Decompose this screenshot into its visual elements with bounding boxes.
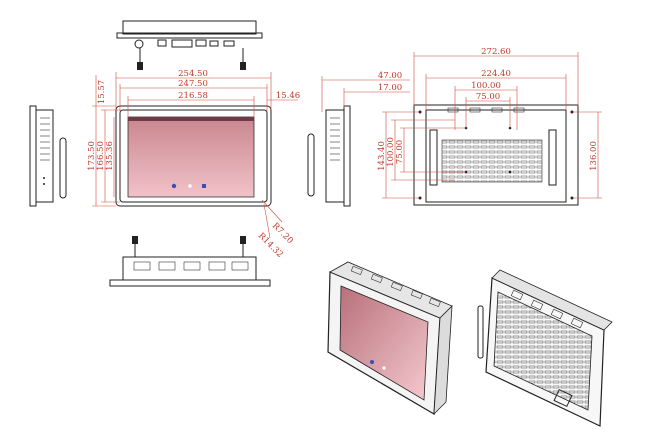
dim-216-58: 216.58 [178,91,208,101]
back-plate-outer [413,104,579,206]
iso-front-view [327,261,453,416]
front-view: 254.50 247.50 216.58 15.46 15.57 173.50 … [87,69,300,260]
dim-247-50: 247.50 [178,79,208,89]
bottom-view [109,236,271,287]
dim-75-00-h: 75.00 [476,92,500,102]
back-view: 272.60 224.40 100.00 75.00 143.40 100.00… [377,47,602,206]
back-vent-area [441,139,543,183]
right-side-view: 47.00 17.00 [307,71,410,207]
dim-47-00: 47.00 [378,71,402,81]
dim-272-60: 272.60 [481,47,511,57]
top-view [116,20,263,70]
dim-166-50: 166.50 [96,141,106,171]
dim-100-00-h: 100.00 [471,81,501,91]
front-bezel-outer [115,105,272,207]
dim-254-50: 254.50 [178,69,208,79]
dim-15-57: 15.57 [97,80,107,104]
dim-15-46: 15.46 [276,91,300,101]
left-side-view [29,105,67,207]
dim-143-40: 143.40 [377,141,387,171]
front-bezel-inner [119,109,268,203]
dim-135-36: 135.36 [105,141,115,171]
dim-75-00-v: 75.00 [395,140,405,164]
dim-100-00-v: 100.00 [386,137,396,167]
dim-17-00: 17.00 [378,83,402,93]
dim-173-50: 173.50 [87,141,97,171]
dim-136-00: 136.00 [589,141,599,171]
front-screen [127,116,255,198]
iso-back-view [477,269,613,427]
dim-224-40: 224.40 [481,69,511,79]
